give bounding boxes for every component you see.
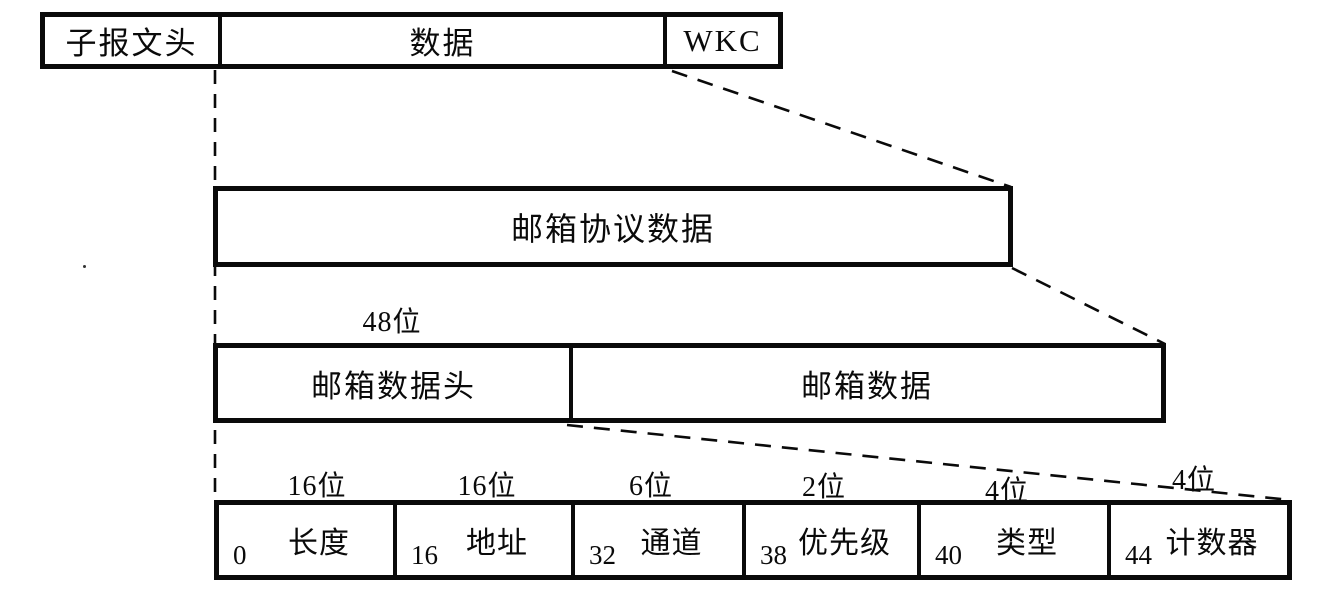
mailbox-protocol-data-row: 邮箱协议数据 xyxy=(213,186,1013,267)
subdatagram-row: 子报文头 数据 WKC xyxy=(40,12,783,69)
mailbox-header-cell: 邮箱数据头 xyxy=(218,348,569,418)
length-field-width-label: 16位 xyxy=(287,471,347,502)
length-field-label: 长度 xyxy=(288,527,350,560)
subdatagram-data-cell: 数据 xyxy=(218,17,663,64)
length-field-offset: 0 xyxy=(233,540,247,570)
wkc-label: WKC xyxy=(683,22,762,58)
priority-field-cell: 38 优先级 xyxy=(742,505,917,575)
stray-dot-artifact xyxy=(83,265,86,268)
address-field-width-label: 16位 xyxy=(457,471,517,502)
mailbox-protocol-data-label: 邮箱协议数据 xyxy=(510,210,715,247)
type-field-offset: 40 xyxy=(935,540,962,570)
counter-field-offset: 44 xyxy=(1125,540,1152,570)
channel-field-width-label: 6位 xyxy=(628,471,674,502)
mailbox-data-label: 邮箱数据 xyxy=(801,368,933,404)
channel-field-cell: 32 通道 xyxy=(571,505,742,575)
type-field-cell: 40 类型 xyxy=(917,505,1107,575)
mailbox-structure-row: 邮箱数据头 邮箱数据 xyxy=(213,343,1166,423)
channel-field-offset: 32 xyxy=(589,540,616,570)
wkc-to-mailbox-dashed-line xyxy=(671,69,1012,189)
wkc-cell: WKC xyxy=(663,17,778,64)
type-field-label: 类型 xyxy=(996,527,1058,560)
priority-field-offset: 38 xyxy=(760,540,787,570)
mailbox-header-width-label: 48位 xyxy=(362,307,422,338)
mailbox-header-fields-row: 0 长度 16 地址 32 通道 38 优先级 40 类型 44 计数器 xyxy=(214,500,1292,580)
counter-field-label: 计数器 xyxy=(1165,527,1259,560)
length-field-cell: 0 长度 xyxy=(219,505,393,575)
address-field-label: 地址 xyxy=(466,527,528,560)
type-field-width-label: 4位 xyxy=(984,476,1030,507)
subdatagram-header-cell: 子报文头 xyxy=(45,17,218,64)
mailbox-header-label: 邮箱数据头 xyxy=(311,368,476,404)
priority-field-width-label: 2位 xyxy=(801,472,847,503)
priority-field-label: 优先级 xyxy=(798,527,891,560)
subdatagram-header-label: 子报文头 xyxy=(65,26,198,61)
address-field-cell: 16 地址 xyxy=(393,505,571,575)
counter-field-width-label: 4位 xyxy=(1171,465,1217,496)
mailbox-protocol-data-cell: 邮箱协议数据 xyxy=(218,191,1008,262)
header-to-fields-dashed-line xyxy=(566,423,1291,502)
mailbox-data-cell: 邮箱数据 xyxy=(569,348,1161,418)
channel-field-label: 通道 xyxy=(640,527,703,560)
mailbox-to-header-dashed-line xyxy=(1011,266,1166,346)
counter-field-cell: 44 计数器 xyxy=(1107,505,1287,575)
subdatagram-data-label: 数据 xyxy=(409,26,476,61)
address-field-offset: 16 xyxy=(411,540,438,570)
